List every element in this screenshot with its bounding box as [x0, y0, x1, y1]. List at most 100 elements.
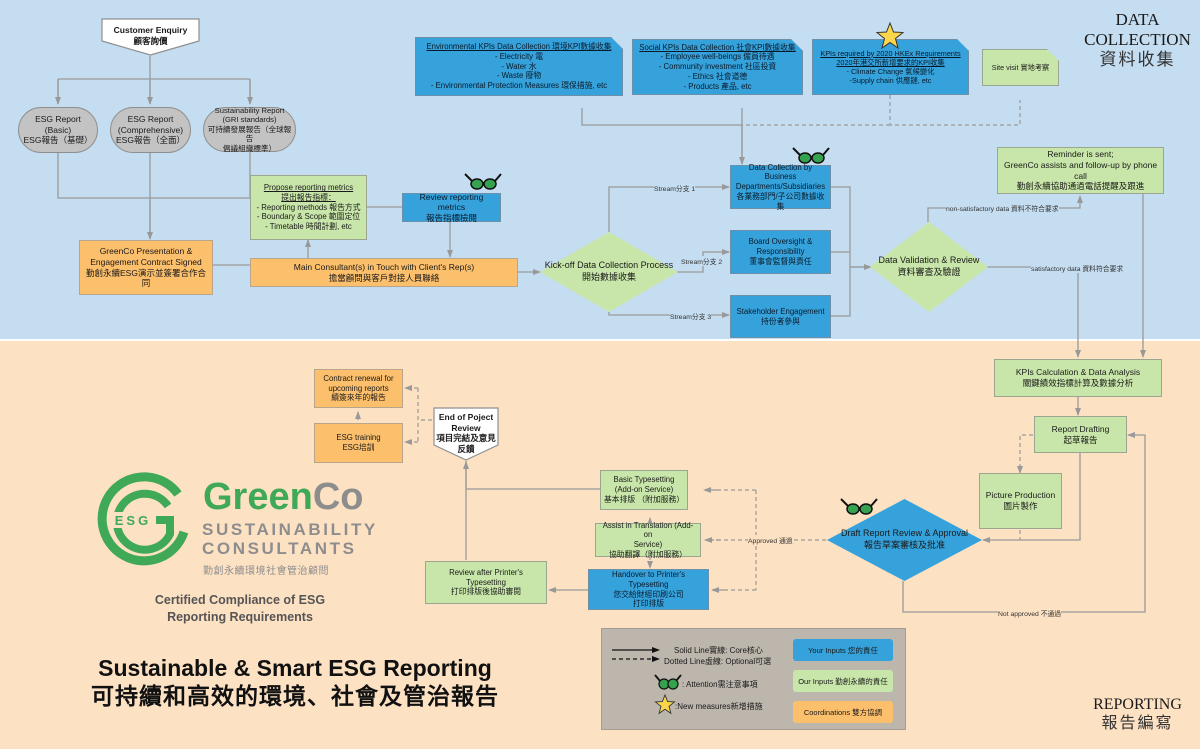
headline-zh: 可持續和高效的環境、社會及管治報告 [91, 682, 499, 709]
report-drafting-node[interactable]: Report Drafting 起草報告 [1034, 416, 1127, 453]
review-reporting-metrics-node[interactable]: Review reporting metrics 報告指標檢閱 [402, 191, 501, 223]
section-title-line: COLLECTION [1084, 30, 1191, 50]
stakeholder-engagement-node[interactable]: Stakeholder Engagement 持份者參與 [730, 295, 831, 338]
node-title: Social KPIs Data Collection 社會KPI數據收集 [639, 42, 796, 52]
sustainability-report-node[interactable]: Sustainability Report (GRI standards) 可持… [203, 106, 296, 153]
node-label: Reminder is sent; [1047, 149, 1114, 160]
node-label: ESG Report (Basic) [35, 114, 81, 135]
tagline-line: Certified Compliance of ESG [154, 593, 326, 607]
node-label-zh: 打印排版後協助審閱 [450, 587, 522, 597]
node-item: - Products 產品, etc [683, 81, 752, 91]
node-label-zh: 董事會監督與責任 [749, 256, 812, 266]
node-label: Basic Typesetting [613, 475, 675, 485]
node-label: Board Oversight & [748, 237, 813, 247]
greenco-logo: ESG GreenCo SUSTAINABILITY CONSULTANTS 勤… [88, 470, 388, 577]
node-title-zh: 提出報告指標： [281, 192, 336, 202]
solid-line-icon [612, 647, 660, 662]
node-label: (GRI standards) [222, 115, 277, 125]
node-label: ESG Report [127, 114, 174, 125]
propose-reporting-metrics-node[interactable]: Propose reporting metrics 提出報告指標： - Repo… [250, 175, 367, 240]
social-kpis-node[interactable]: Social KPIs Data Collection 社會KPI數據收集 - … [632, 39, 803, 95]
node-title-zh: 2020年港交所新增要求的KPI收集 [836, 57, 945, 67]
section-divider [0, 339, 1200, 341]
data-collection-business-node[interactable]: Data Collection by Business Departments/… [730, 162, 831, 211]
node-label-zh: 勤創永續ESG演示並簽署合作合同 [86, 267, 206, 289]
handover-printer-node[interactable]: Handover to Printer's Typesetting 您交給財經印… [588, 569, 709, 610]
picture-production-node[interactable]: Picture Production 圖片製作 [979, 473, 1062, 529]
node-label: Draft Report Review & Approval [840, 528, 969, 539]
non-satisfactory-label: non-satisfactory data 資料不符合要求 [946, 203, 1059, 213]
kpis-calculation-node[interactable]: KPIs Calculation & Data Analysis 關鍵績效指標計… [994, 359, 1162, 397]
satisfactory-label: satisfactory data 資料符合要求 [1031, 263, 1124, 273]
greenco-presentation-node[interactable]: GreenCo Presentation & Engagement Contra… [79, 240, 213, 295]
star-icon [875, 22, 905, 50]
node-label: Review [451, 422, 481, 433]
review-after-printer-node[interactable]: Review after Printer's Typesetting 打印排版後… [425, 561, 547, 604]
logo-mark-icon: ESG [97, 472, 189, 566]
section-title-zh: 報告編寫 [1101, 714, 1174, 732]
headline: Sustainable & Smart ESG Reporting 可持續和高效… [40, 655, 550, 710]
glasses-icon [654, 674, 682, 690]
basic-typesetting-node[interactable]: Basic Typesetting (Add-on Service) 基本排版 … [600, 470, 688, 510]
node-label-zh: 可持續發展報告（全球報告 [207, 124, 292, 144]
legend: Solid Line實線: Core核心 Dotted Line虛線: Opti… [601, 628, 906, 730]
node-label-zh: 項目完結及意見 [436, 433, 496, 444]
section-title-data-collection: DATA COLLECTION 資料收集 [1075, 10, 1200, 70]
kickoff-decision[interactable]: Kick-off Data Collection Process 開始數據收集 [540, 232, 678, 312]
stream-3-label: Stream分支 3 [670, 311, 712, 321]
section-title-line: REPORTING [1093, 696, 1182, 713]
environmental-kpis-node[interactable]: Environmental KPIs Data Collection 環境KPI… [415, 37, 623, 96]
board-oversight-node[interactable]: Board Oversight & Responsibility 董事會監督與責… [730, 230, 831, 274]
node-label: Engagement Contract Signed [90, 256, 202, 267]
node-label: Review reporting metrics [419, 191, 484, 213]
node-item: - Community investment 社區投資 [658, 62, 777, 72]
node-label: Data Validation & Review [878, 255, 980, 266]
node-label-zh: 圖片製作 [1003, 501, 1038, 511]
headline-en: Sustainable & Smart ESG Reporting [98, 655, 492, 681]
node-label-zh: 反饋 [457, 443, 475, 454]
translation-node[interactable]: Assist in Translation (Add-on Service) 協… [595, 520, 701, 559]
node-label: Responsibility [756, 247, 805, 257]
node-label: (Comprehensive) [117, 124, 184, 135]
stream-1-label: Stream分支 1 [654, 183, 696, 193]
esg-report-basic-node[interactable]: ESG Report (Basic) ESG報告（基礎） [18, 107, 98, 153]
node-label: End of Poject [438, 412, 494, 422]
logo-mark-text: ESG [115, 513, 151, 528]
reminder-node[interactable]: Reminder is sent; GreenCo assists and fo… [997, 147, 1164, 194]
approved-label: Approved 通過 [748, 535, 793, 545]
logo-brand-grey: Co [312, 476, 364, 518]
tagline: Certified Compliance of ESG Reporting Re… [100, 592, 380, 626]
section-title-reporting: REPORTING 報告編寫 [1075, 696, 1200, 734]
node-item: - Climate Change 氣候變化 [846, 67, 935, 76]
main-consultant-node[interactable]: Main Consultant(s) in Touch with Client'… [250, 258, 518, 287]
node-label-zh: 關鍵績效指標計算及數據分析 [1022, 378, 1134, 388]
esg-report-comprehensive-node[interactable]: ESG Report (Comprehensive) ESG報告（全面） [110, 107, 191, 153]
node-label: Departments/Subsidiaries [735, 182, 826, 192]
section-title-line: DATA [1115, 10, 1160, 29]
node-label: Stakeholder Engagement [736, 306, 825, 316]
node-item: - Water 水 [501, 61, 537, 71]
node-label: Customer Enquiry [113, 25, 188, 35]
customer-enquiry-node[interactable]: Customer Enquiry 顧客詢價 [101, 18, 200, 56]
node-label: Assist in Translation (Add-on [602, 520, 694, 540]
node-label: Data Collection by Business [748, 162, 813, 182]
end-of-project-review-node[interactable]: End of Poject Review 項目完結及意見 反饋 [433, 407, 499, 461]
data-validation-decision[interactable]: Data Validation & Review 資料審查及驗證 [870, 222, 988, 312]
site-visit-node[interactable]: Site visit 實地考察 [982, 49, 1059, 86]
legend-dotted-line: Dotted Line虛線: Optional可選 [664, 657, 772, 666]
esg-training-node[interactable]: ESG training ESG培訓 [314, 423, 403, 463]
node-title: Environmental KPIs Data Collection 環境KPI… [426, 42, 612, 52]
node-label-zh: ESG報告（全面） [116, 135, 185, 146]
logo-wordmark: GreenCo [203, 478, 363, 516]
legend-solid-line: Solid Line實線: Core核心 [674, 646, 763, 655]
contract-renewal-node[interactable]: Contract renewal for upcoming reports 續簽… [314, 369, 403, 408]
node-label-zh: 協助翻譯（附加服務） [609, 549, 687, 559]
node-label: GreenCo Presentation & [99, 246, 193, 257]
node-label-zh: 您交給財經印刷公司 [613, 589, 684, 599]
node-label-zh: 勤創永續協助通過電話提醒及跟進 [1016, 181, 1145, 192]
hkex-kpis-node[interactable]: KPIs required by 2020 HKEx Requirements … [812, 39, 969, 95]
node-item: - Employee well-beings 僱員待遇 [660, 52, 775, 62]
node-label-zh: 起草報告 [1063, 434, 1098, 445]
glasses-icon [464, 173, 502, 190]
node-label: Report Drafting [1051, 423, 1110, 434]
